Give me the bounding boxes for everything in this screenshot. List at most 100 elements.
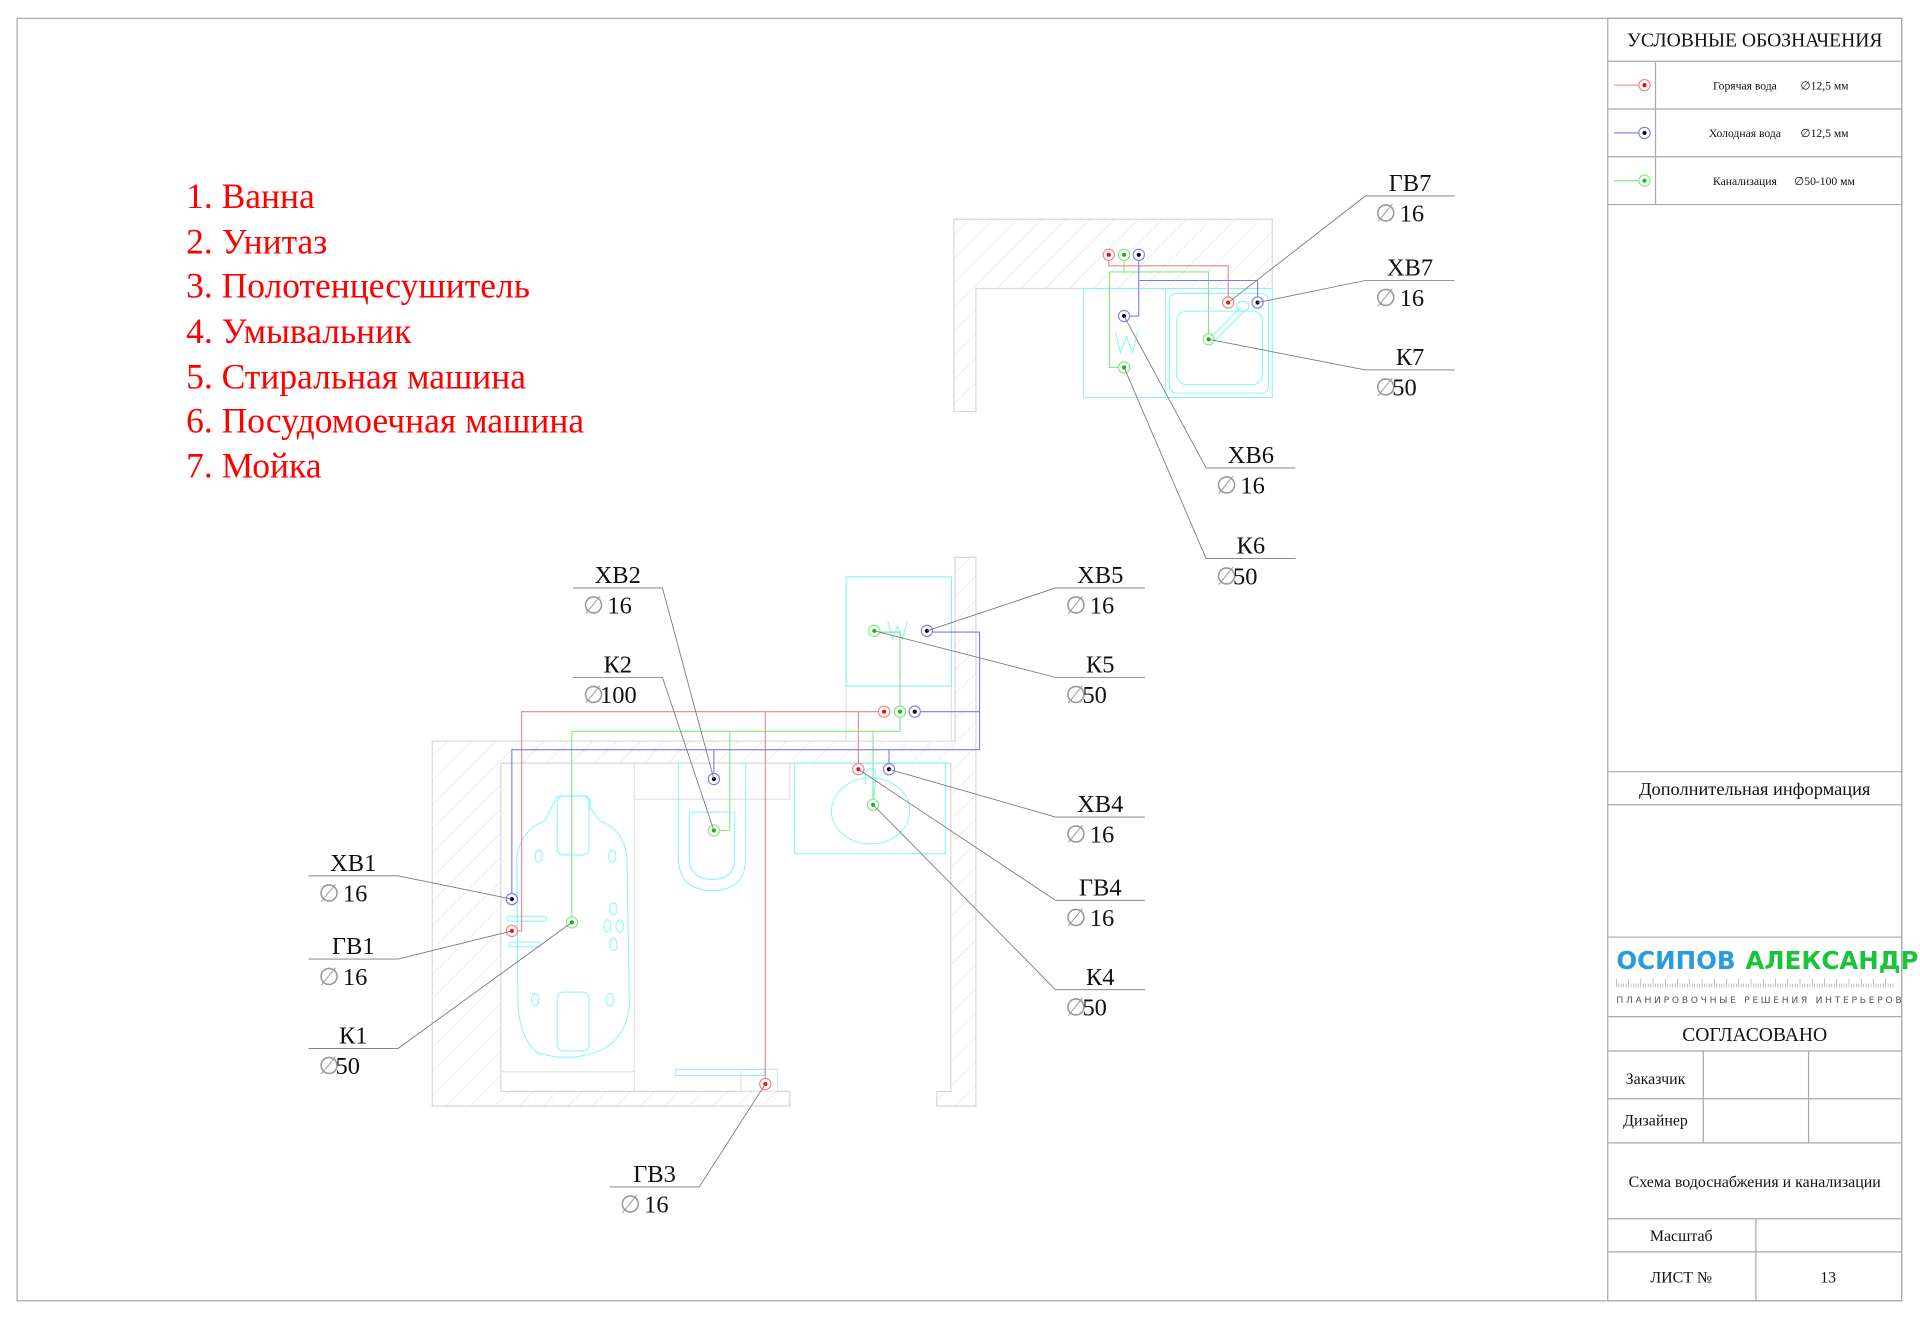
- callout-diameter: 50: [336, 1053, 360, 1080]
- callout-diameter: 50: [1233, 563, 1257, 590]
- bath-jet: [609, 937, 618, 952]
- fixture-item: 4. Умывальник: [186, 311, 412, 351]
- callout-label: ГВ7: [1389, 170, 1432, 197]
- bath-jet: [608, 849, 617, 863]
- designer-label: Дизайнер: [1623, 1113, 1688, 1130]
- bath-jet: [615, 919, 624, 933]
- callout-label: ХВ2: [595, 562, 641, 589]
- bathtub: [516, 795, 630, 1058]
- designer-signature-field[interactable]: [1704, 1100, 1807, 1142]
- riser-drain-point-icon: [1117, 248, 1131, 261]
- faucet-head: [1236, 300, 1250, 312]
- leader-line: [858, 768, 1145, 901]
- diameter-icon: ∅: [318, 881, 339, 908]
- bath-jet: [603, 919, 612, 933]
- callout-k2: К2∅100: [573, 651, 715, 831]
- bath-jet: [605, 992, 614, 1007]
- callout-label: ГВ4: [1079, 874, 1122, 901]
- callout-k6: К6 ∅ 50: [1123, 367, 1296, 590]
- k1-point-icon: [565, 916, 579, 929]
- leader-line: [573, 587, 715, 780]
- diameter-icon: ∅: [1216, 473, 1237, 500]
- callout-k7: К7∅50: [1208, 338, 1455, 402]
- diameter-icon: ∅: [318, 964, 339, 991]
- fixture-item: 6. Посудомоечная машина: [186, 400, 584, 440]
- leader-line: [308, 930, 512, 960]
- leader-line: [609, 1083, 766, 1188]
- callout-hv5: ХВ5∅16: [926, 562, 1145, 632]
- diameter-icon: ∅: [1065, 994, 1086, 1021]
- legend-size: ∅12,5 мм: [1800, 79, 1849, 92]
- title-block: УСЛОВНЫЕ ОБОЗНАЧЕНИЯ Горячая вода ∅12,5 м…: [1607, 17, 1919, 1302]
- legend-size: ∅12,5 мм: [1800, 127, 1849, 140]
- callout-diameter: 16: [1090, 822, 1114, 849]
- diameter-icon: ∅: [620, 1192, 641, 1219]
- leader-line: [308, 875, 512, 900]
- callout-gv1: ГВ1∅16: [308, 930, 512, 991]
- legend-title: УСЛОВНЫЕ ОБОЗНАЧЕНИЯ: [1627, 31, 1882, 52]
- callout-label: К2: [603, 651, 632, 678]
- fixtures-list: 1. Ванна 2. Унитаз 3. Полотенцесушитель …: [186, 176, 584, 485]
- scale-label: Масштаб: [1650, 1228, 1713, 1245]
- callout-diameter: 100: [600, 682, 637, 709]
- callout-gv4: ГВ4 ∅ 16: [858, 768, 1145, 932]
- leader-line: [872, 804, 1145, 991]
- leader-line: [1208, 338, 1455, 371]
- diameter-icon: ∅: [1065, 593, 1086, 620]
- dishwasher-symbol-icon: [1115, 331, 1139, 355]
- logo-ruler: [1616, 978, 1894, 988]
- washing-machine: [845, 576, 952, 687]
- sink-faucet: [1208, 307, 1245, 344]
- customer-label: Заказчик: [1626, 1071, 1686, 1088]
- fixture-item: 5. Стиральная машина: [186, 356, 526, 396]
- legend-label: Горячая вода: [1713, 79, 1777, 92]
- callout-gv7: ГВ7∅16: [1227, 170, 1455, 303]
- callout-label: К7: [1396, 344, 1425, 371]
- title-block-frame: [1607, 17, 1903, 1302]
- bath-jet: [530, 992, 540, 1007]
- callout-hv1: ХВ1∅16: [308, 850, 512, 908]
- logo-tagline: ПЛАНИРОВОЧНЫЕ РЕШЕНИЯ ИНТЕРЬЕРОВ: [1616, 995, 1904, 1006]
- legend-drain-point-icon: [1638, 174, 1651, 187]
- leader-line: [1123, 315, 1296, 469]
- callouts: ГВ7∅16ХВ7∅16К7∅50ХВ6∅16К6∅50ХВ5∅16К5∅50Х…: [308, 170, 1455, 1219]
- callout-label: К1: [339, 1023, 368, 1050]
- callout-label: К6: [1237, 533, 1266, 560]
- cold-water-pipe: [511, 631, 981, 900]
- callout-label: ХВ7: [1387, 255, 1433, 282]
- callout-label: ХВ5: [1077, 562, 1123, 589]
- riser-cold-point-icon: [908, 705, 921, 718]
- callout-diameter: 16: [607, 593, 631, 620]
- riser-drain-point-icon: [893, 705, 907, 718]
- callout-diameter: 16: [1400, 201, 1424, 228]
- fixture-item: 2. Унитаз: [186, 222, 327, 262]
- bath-jet: [534, 849, 543, 863]
- towel-dryer: [674, 1068, 766, 1076]
- diameter-icon: ∅: [1375, 375, 1396, 402]
- kitchen-sink-basin: [1176, 310, 1263, 386]
- callout-label: ХВ4: [1077, 791, 1123, 818]
- callout-hv2: ХВ2∅16: [573, 562, 715, 780]
- fixture-item: 7. Мойка: [186, 446, 322, 486]
- leader-line: [926, 587, 1145, 632]
- customer-signature-field[interactable]: [1704, 1052, 1807, 1097]
- drain-pipe-kitchen: [1108, 254, 1210, 369]
- diameter-icon: ∅: [1065, 905, 1086, 932]
- leader-line: [888, 768, 1145, 818]
- callout-label: ГВ3: [633, 1161, 676, 1188]
- callout-k4: К4∅50: [872, 804, 1145, 1021]
- leader-line: [308, 922, 573, 1049]
- callout-gv3: ГВ3∅16: [609, 1083, 766, 1219]
- callout-hv4: ХВ4∅16: [888, 768, 1145, 849]
- callout-diameter: 50: [1082, 682, 1106, 709]
- riser-hot-point-icon: [1102, 248, 1115, 261]
- callout-diameter: 50: [1392, 375, 1416, 402]
- leader-line: [1257, 280, 1455, 303]
- callout-diameter: 16: [343, 964, 367, 991]
- hv2-point-icon: [707, 772, 721, 786]
- washer-symbol-icon: [887, 620, 908, 642]
- legend-item-cold: Холодная вода∅12,5 мм: [1613, 126, 1849, 140]
- leader-line: [573, 676, 715, 831]
- washbasin-faucet: [864, 767, 877, 803]
